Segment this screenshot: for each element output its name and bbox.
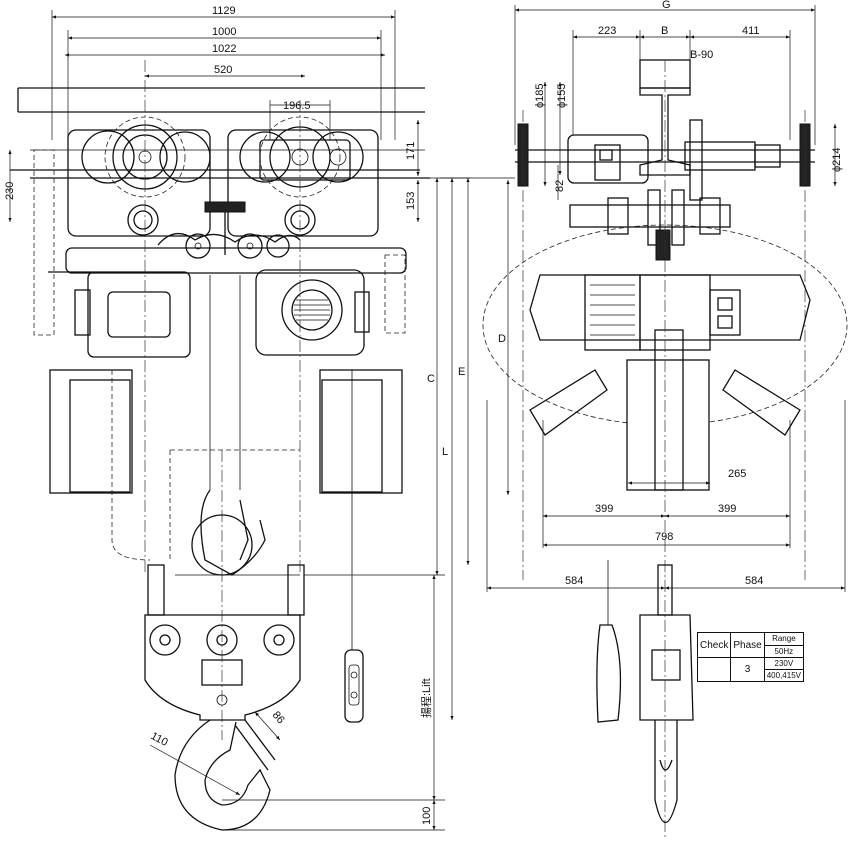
hoist-motor-housing	[529, 274, 811, 351]
side-view	[482, 59, 848, 840]
trolley-wheels-left	[81, 116, 211, 198]
dim-584-right: 584	[745, 575, 763, 587]
dim-223: 223	[598, 25, 616, 37]
pendant-side	[596, 560, 622, 723]
hoist-motor-left	[48, 271, 191, 358]
spec-header-check: Check	[696, 632, 732, 658]
front-view	[10, 60, 430, 831]
front-view-dimensions: 1129 1000 1022 520 196.5 171 153 230 C L…	[4, 5, 470, 831]
spec-phase-value: 3	[730, 657, 765, 682]
trolley-motor	[567, 119, 781, 201]
chain-container-swing-right	[722, 369, 801, 436]
dim-411: 411	[742, 25, 760, 37]
bottom-hook	[174, 719, 271, 831]
dim-399-right: 399	[718, 503, 736, 515]
dim-C: C	[427, 373, 435, 385]
chain-container-swing-left	[529, 369, 608, 436]
hoist-motor-right	[255, 269, 370, 356]
dim-798: 798	[655, 531, 673, 543]
dim-B: B	[661, 25, 668, 37]
load-sheave-row	[127, 201, 316, 259]
dim-265: 265	[728, 468, 746, 480]
dim-82: 82	[554, 180, 566, 192]
chain-guide-right	[287, 564, 305, 616]
dim-1000: 1000	[212, 26, 236, 38]
dim-phi214: ϕ214	[831, 147, 843, 172]
dim-L: L	[442, 446, 448, 458]
trolley-wheels-right	[239, 116, 364, 198]
hook-block-side	[639, 614, 694, 721]
beam-rail-left	[10, 87, 430, 179]
dim-399-left: 399	[595, 503, 613, 515]
dim-171: 171	[405, 142, 417, 160]
dim-phi185: ϕ185	[534, 83, 546, 108]
hook-side	[654, 720, 678, 823]
dim-100: 100	[421, 807, 433, 825]
dim-153: 153	[405, 192, 417, 210]
trolley-frame-left	[67, 129, 211, 237]
spec-voltage-230: 230V	[763, 657, 804, 670]
spec-frequency: 50Hz	[763, 644, 804, 658]
side-view-dimensions: G 223 B 411 B-90 ϕ185 ϕ155 82 ϕ214 D E 2…	[440, 0, 846, 592]
dim-196-5: 196.5	[283, 100, 311, 112]
chain-container-center	[626, 359, 710, 491]
dim-lift: 揚程:Lift	[420, 678, 433, 718]
chain-guide-left	[147, 564, 165, 616]
chain-container-right	[319, 369, 403, 494]
dim-520: 520	[214, 64, 232, 76]
dim-584-left: 584	[565, 575, 583, 587]
dim-1129: 1129	[212, 5, 236, 17]
dim-230: 230	[4, 182, 16, 200]
spec-header-phase: Phase	[730, 632, 765, 658]
dim-phi155: ϕ155	[556, 83, 568, 108]
power-spec-table: Check Phase Range 50Hz 3 230V 400,415V	[696, 632, 804, 682]
spec-check-cell	[696, 657, 732, 682]
dim-D: D	[498, 333, 506, 345]
trolley-frame-right	[227, 129, 379, 237]
spec-voltage-400: 400,415V	[763, 669, 804, 682]
dim-86: 86	[270, 709, 287, 726]
dim-1022: 1022	[212, 43, 236, 55]
gear-shaft	[569, 204, 731, 228]
dim-G: G	[662, 0, 671, 11]
spec-header-range: Range	[763, 632, 804, 646]
dim-E: E	[458, 366, 465, 378]
chain-container-left	[49, 369, 133, 494]
pendant-switch	[344, 625, 364, 723]
dim-B-90: B-90	[690, 49, 713, 61]
hook-block	[144, 614, 301, 721]
